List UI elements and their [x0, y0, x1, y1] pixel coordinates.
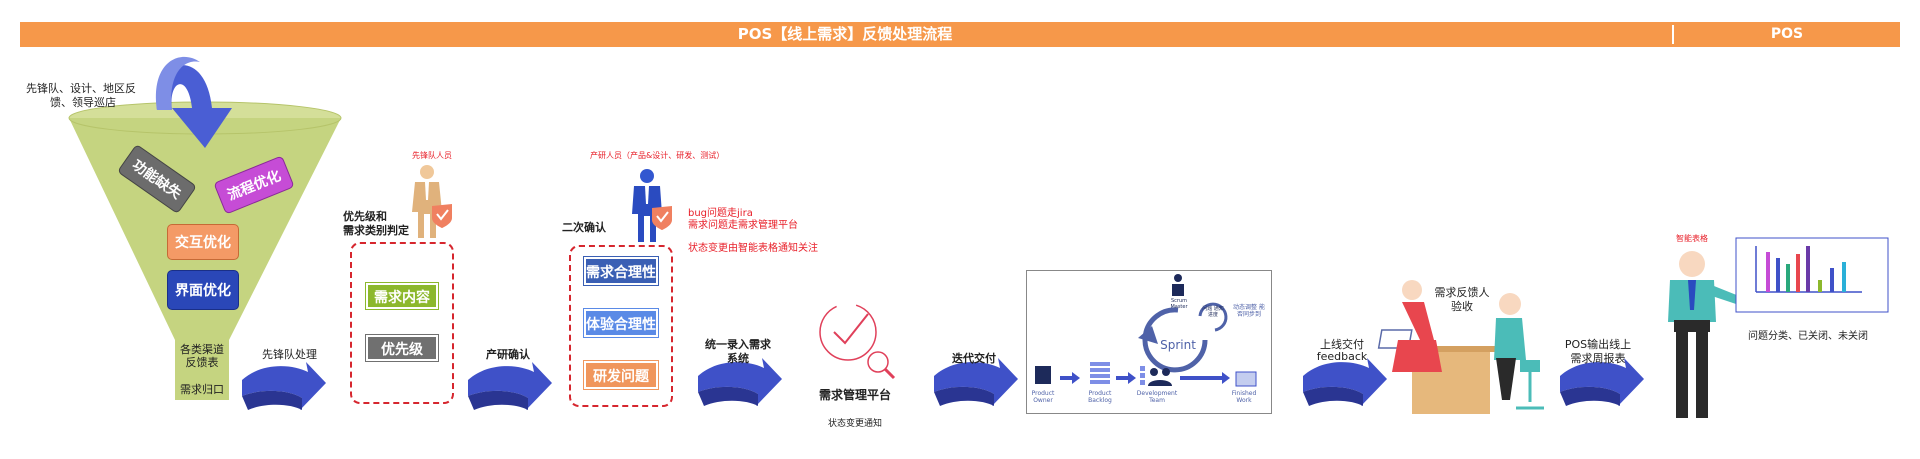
- status-notice-label: 状态变更通知: [827, 419, 882, 429]
- header-right-title: POS: [1770, 26, 1804, 42]
- sources-label-line2: 馈、领导巡店: [50, 96, 116, 109]
- item-experience-reasonableness: 体验合理性: [583, 308, 659, 338]
- item-requirement-content: 需求内容: [365, 282, 439, 310]
- report-summary-label: 问题分类、已关闭、未关闭: [1748, 331, 1868, 342]
- scrum-diagram-box: [1026, 270, 1272, 414]
- note-bug-jira: bug问题走jira: [688, 208, 753, 219]
- step4-arrow-label: 迭代交付: [952, 352, 996, 365]
- dev-team-label: Development Team: [1136, 390, 1178, 404]
- flow-arrow-4: [934, 358, 1018, 406]
- judge-label-line2: 需求类别判定: [343, 224, 409, 237]
- sources-label-line1: 先锋队、设计、地区反: [26, 82, 136, 95]
- sprint-label: Sprint: [1160, 338, 1196, 352]
- loop-note-label: 问题 通知进度: [1202, 306, 1224, 318]
- step6-arrow-label-line2: 需求周报表: [1570, 352, 1626, 365]
- acceptance-label-line2: 验收: [1451, 300, 1473, 313]
- pioneer-dashed-box: [350, 242, 454, 404]
- item-requirement-reasonableness: 需求合理性: [583, 256, 659, 286]
- item-priority: 优先级: [365, 334, 439, 362]
- archive-label: 需求归口: [180, 383, 224, 396]
- note-requirement-platform: 需求问题走需求管理平台: [688, 220, 798, 231]
- scrum-master-label: Scrum Master: [1170, 298, 1188, 310]
- flow-arrow-2: [468, 362, 552, 410]
- item-dev-issue: 研发问题: [583, 360, 659, 390]
- smart-table-label: 智能表格: [1676, 234, 1708, 243]
- tag-interaction-optimization: 交互优化: [167, 224, 239, 260]
- step3-arrow-label-line2: 系统: [727, 352, 749, 365]
- step6-arrow-label-line1: POS输出线上: [1564, 338, 1632, 351]
- pioneer-role-label: 先锋队人员: [412, 151, 452, 160]
- channels-label-line2: 反馈表: [185, 356, 219, 369]
- note-status-smart-table: 状态变更由智能表格通知关注: [688, 243, 818, 254]
- product-owner-label: Product Owner: [1031, 390, 1055, 404]
- channels-label-line1: 各类渠道: [180, 343, 224, 356]
- flow-arrow-1: [242, 362, 326, 410]
- step2-arrow-label: 产研确认: [486, 348, 530, 361]
- page-title: POS【线上需求】反馈处理流程: [737, 25, 953, 43]
- finished-work-label: Finished Work: [1231, 390, 1257, 404]
- platform-label: 需求管理平台: [818, 388, 891, 402]
- step3-arrow-label-line1: 统一录入需求: [705, 338, 771, 351]
- judge-label-line1: 优先级和: [343, 210, 387, 223]
- tag-interface-optimization: 界面优化: [167, 270, 239, 310]
- acceptance-label-line1: 需求反馈人: [1434, 286, 1490, 299]
- header-divider: [1672, 25, 1674, 44]
- flow-arrow-5: [1303, 358, 1387, 406]
- flow-arrow-6: [1560, 358, 1644, 406]
- adjust-note-label: 动态调整 能否同步到: [1233, 304, 1265, 318]
- flow-arrow-3: [698, 358, 782, 406]
- second-confirm-label: 二次确认: [562, 221, 606, 234]
- rd-role-label: 产研人员（产品&设计、研发、测试）: [590, 151, 725, 160]
- product-backlog-label: Product Backlog: [1088, 390, 1112, 404]
- header-bar: [20, 22, 1900, 47]
- rd-dashed-box: [569, 245, 673, 407]
- step1-arrow-label: 先锋队处理: [262, 348, 317, 361]
- step5-arrow-label-line1: 上线交付: [1320, 338, 1364, 351]
- step5-arrow-label-line2: feedback: [1316, 350, 1368, 363]
